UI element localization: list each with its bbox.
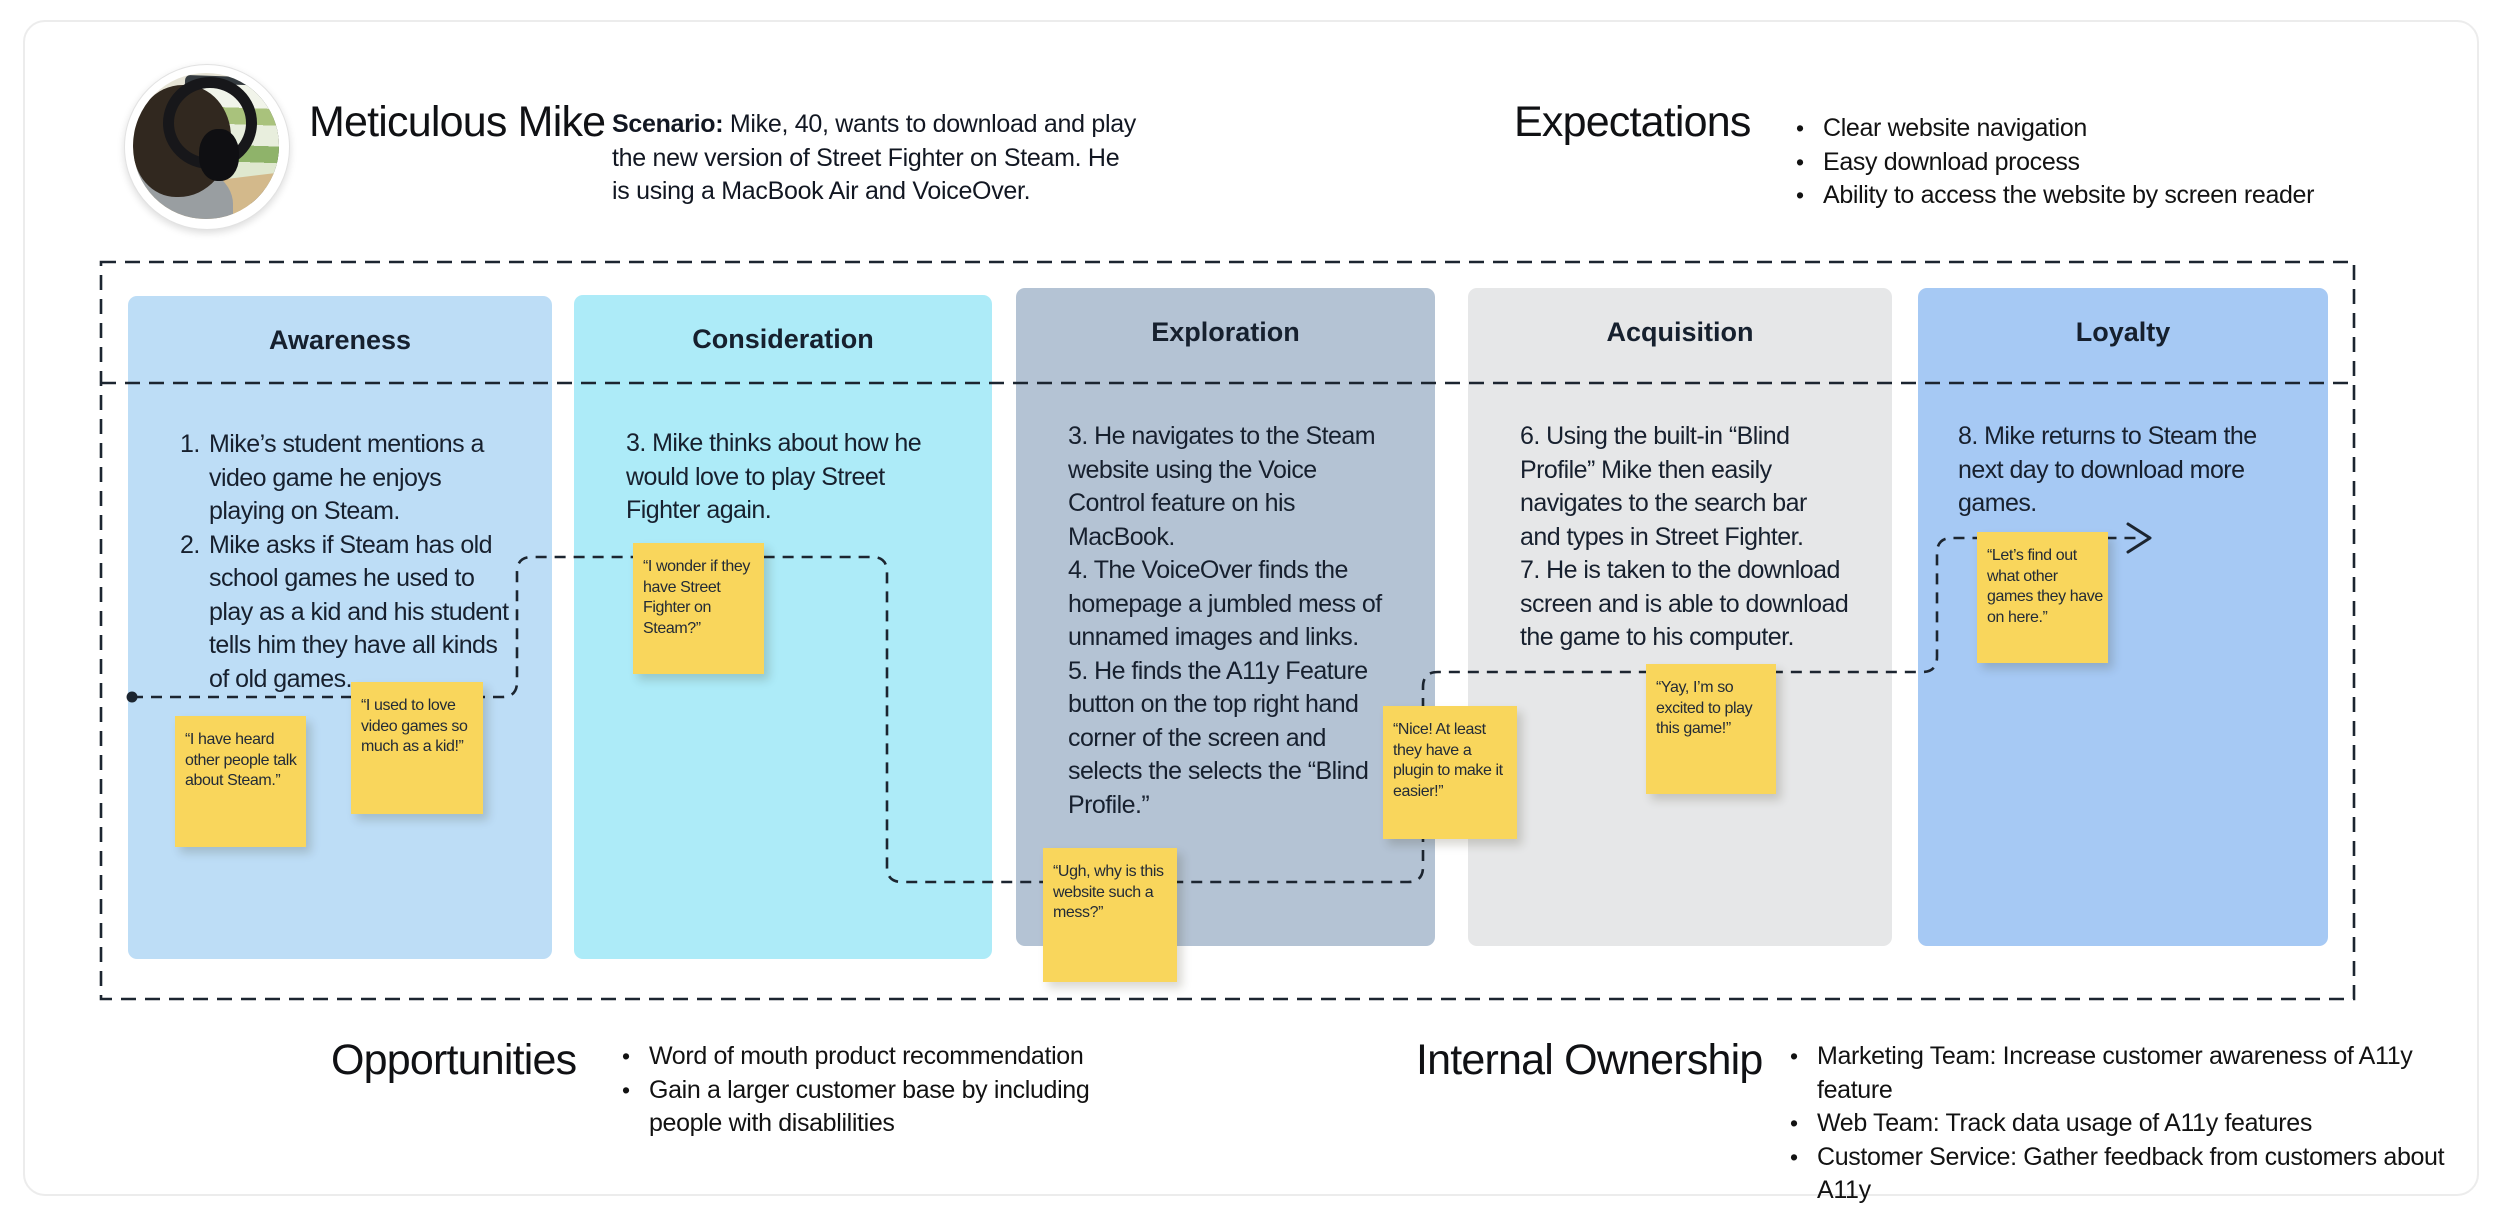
- step-number: 1.: [180, 430, 200, 458]
- journey-step: 6. Using the built-in “Blind Profile” Mi…: [1520, 422, 1807, 551]
- opportunity-text: Word of mouth product recommendation: [649, 1042, 1084, 1070]
- list-item: • Web Team: Track data usage of A11y feat…: [1790, 1107, 2490, 1141]
- sticky-note[interactable]: “Nice! At least they have a plugin to ma…: [1383, 706, 1517, 839]
- step-text: Mike’s student mentions a video game he …: [209, 430, 484, 525]
- bullet-dot: •: [1796, 148, 1804, 175]
- journey-step: 1. Mike’s student mentions a video game h…: [180, 428, 540, 529]
- list-item: • Clear website navigation: [1796, 112, 2456, 146]
- sticky-note[interactable]: “I wonder if they have Street Fighter on…: [633, 543, 764, 674]
- bullet-dot: •: [1790, 1143, 1798, 1170]
- stage-awareness[interactable]: Awareness 1. Mike’s student mentions a vi…: [128, 296, 552, 959]
- sticky-note[interactable]: “Ugh, why is this website such a mess?”: [1043, 848, 1177, 982]
- step-number: 2.: [180, 530, 200, 559]
- persona-scenario: Scenario: Mike, 40, wants to download an…: [612, 108, 1172, 209]
- list-item: • Ability to access the website by screen…: [1796, 179, 2456, 213]
- journey-step: 3. He navigates to the Steam website usi…: [1068, 422, 1376, 551]
- stage-body: 6. Using the built-in “Blind Profile” Mi…: [1468, 420, 1892, 655]
- stage-title: Exploration: [1151, 317, 1300, 347]
- persona-avatar: [124, 64, 290, 230]
- bullet-dot: •: [622, 1043, 630, 1069]
- opportunities-title: Opportunities: [331, 1036, 577, 1084]
- stage-body: 3. Mike thinks about how he would love t…: [574, 427, 992, 528]
- stage-body: 3. He navigates to the Steam website usi…: [1016, 420, 1435, 822]
- ownership-text: Web Team: Track data usage of A11y featu…: [1817, 1109, 2312, 1137]
- opportunities-list: • Word of mouth product recommendation • G…: [622, 1040, 1262, 1141]
- expectations-list: • Clear website navigation • Easy download…: [1796, 112, 2456, 213]
- internal-ownership-list: • Marketing Team: Increase customer aware…: [1790, 1040, 2490, 1208]
- bullet-dot: •: [1790, 1043, 1798, 1069]
- list-item: • Word of mouth product recommendation: [622, 1040, 1262, 1074]
- stage-body: 8. Mike returns to Steam the next day to…: [1918, 420, 2328, 521]
- opportunity-text: Gain a larger customer base by including…: [649, 1075, 1090, 1138]
- stage-body: 1. Mike’s student mentions a video game h…: [128, 428, 552, 696]
- step-text: Mike asks if Steam has old school games …: [209, 530, 509, 693]
- journey-step: 5. He finds the A11y Feature button on t…: [1068, 656, 1369, 819]
- journey-step: 7. He is taken to the download screen an…: [1520, 556, 1849, 651]
- scenario-label: Scenario:: [612, 110, 724, 138]
- avatar-headphones-earcup: [199, 129, 239, 181]
- sticky-note[interactable]: “I used to love video games so much as a…: [351, 682, 483, 814]
- avatar-photo: [133, 73, 279, 219]
- stage-title: Awareness: [268, 325, 412, 355]
- bullet-dot: •: [1796, 115, 1804, 141]
- scenario-text: Mike, 40, wants to download and play the…: [612, 110, 1136, 205]
- expectation-text: Clear website navigation: [1823, 114, 2087, 142]
- list-item: • Gain a larger customer base by includin…: [622, 1074, 1262, 1141]
- stage-title: Loyalty: [2075, 317, 2171, 347]
- journey-step: 3. Mike thinks about how he would love t…: [626, 429, 922, 524]
- sticky-note[interactable]: “Let’s find out what other games they ha…: [1977, 532, 2108, 663]
- bullet-dot: •: [1790, 1110, 1798, 1136]
- bullet-dot: •: [622, 1076, 630, 1103]
- stage-title: Acquisition: [1606, 317, 1754, 347]
- sticky-note[interactable]: “Yay, I’m so excited to play this game!”: [1646, 664, 1776, 794]
- journey-step: 2. Mike asks if Steam has old school game…: [180, 529, 540, 697]
- list-item: • Easy download process: [1796, 146, 2456, 180]
- persona-name: Meticulous Mike: [309, 98, 606, 146]
- ownership-text: Marketing Team: Increase customer awaren…: [1817, 1042, 2413, 1104]
- stage-acquisition[interactable]: Acquisition 6. Using the built-in “Blind…: [1468, 288, 1892, 946]
- expectation-text: Easy download process: [1823, 147, 2080, 176]
- journey-step: 4. The VoiceOver finds the homepage a ju…: [1068, 556, 1382, 651]
- list-item: • Customer Service: Gather feedback from …: [1790, 1141, 2490, 1208]
- expectations-title: Expectations: [1514, 98, 1751, 146]
- journey-step: 8. Mike returns to Steam the next day to…: [1958, 422, 2257, 517]
- list-item: • Marketing Team: Increase customer aware…: [1790, 1040, 2490, 1107]
- expectation-text: Ability to access the website by screen …: [1823, 181, 2315, 209]
- bullet-dot: •: [1796, 182, 1804, 208]
- ownership-text: Customer Service: Gather feedback from c…: [1817, 1142, 2445, 1205]
- internal-ownership-title: Internal Ownership: [1416, 1036, 1763, 1084]
- sticky-note[interactable]: “I have heard other people talk about St…: [175, 716, 306, 847]
- stage-title: Consideration: [692, 324, 874, 354]
